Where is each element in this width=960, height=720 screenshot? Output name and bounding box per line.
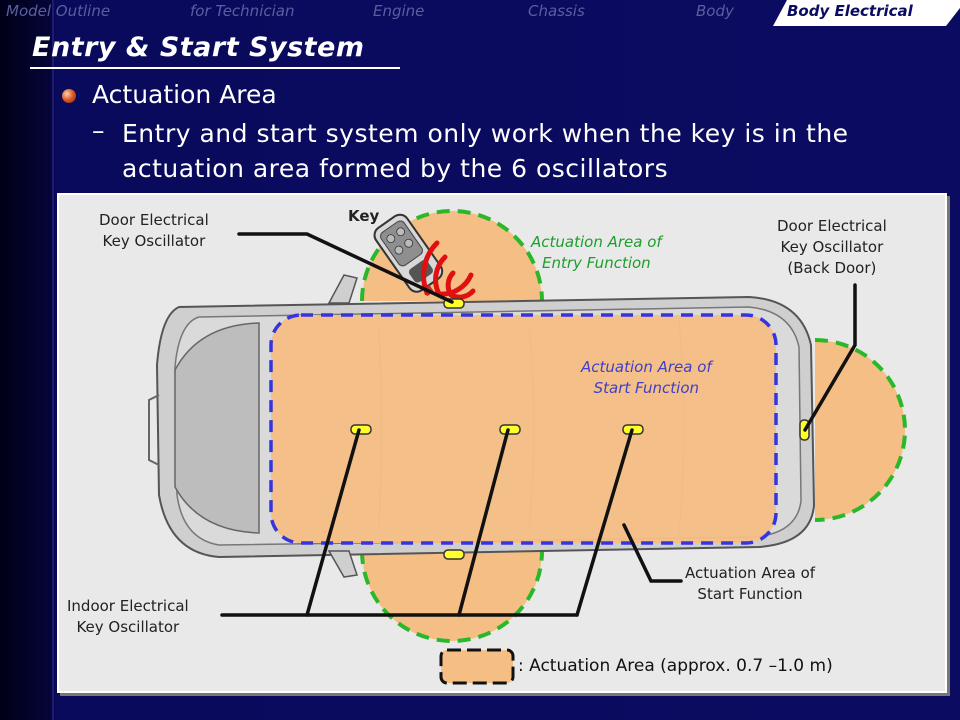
entry-area-bottom — [362, 551, 542, 641]
oscillators — [350, 298, 810, 560]
sub-bullet-dash: – — [92, 116, 105, 145]
oscillator-indoor-1 — [350, 424, 372, 435]
start-area — [271, 315, 776, 543]
diagram-drawing — [148, 209, 907, 685]
tab-engine[interactable]: Engine — [373, 2, 425, 20]
sub-bullet-text: Entry and start system only work when th… — [122, 119, 849, 183]
page-title: Entry & Start System — [32, 32, 365, 63]
section-heading: Actuation Area — [92, 80, 277, 109]
tab-body-electrical[interactable]: Body Electrical — [787, 2, 913, 20]
tab-body[interactable]: Body — [696, 2, 734, 20]
signal-waves-icon — [421, 240, 476, 300]
leader-lines — [220, 232, 857, 617]
oscillator-indoor-2 — [499, 424, 521, 435]
legend-swatch — [439, 648, 515, 685]
legend-label: : Actuation Area (approx. 0.7 –1.0 m) — [518, 656, 833, 676]
entry-area-rear — [815, 340, 905, 520]
top-navigation: Model Outline for Technician Engine Chas… — [0, 0, 960, 26]
tab-model-outline[interactable]: Model Outline — [6, 2, 111, 20]
bullet-icon — [62, 89, 76, 103]
oscillator-rear-door — [443, 549, 465, 560]
tab-for-technician[interactable]: for Technician — [190, 2, 295, 20]
key-label: Key — [348, 207, 380, 225]
title-underline — [30, 67, 400, 69]
tab-chassis[interactable]: Chassis — [528, 2, 585, 20]
active-tab-background — [773, 0, 960, 26]
left-decorative-strip — [0, 0, 54, 720]
